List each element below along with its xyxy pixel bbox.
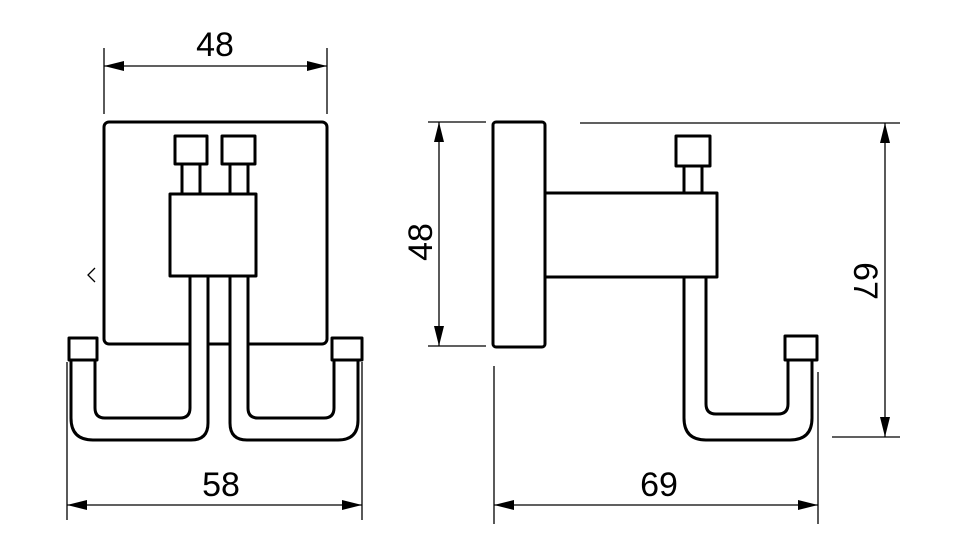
front-left-top-cap [173, 134, 209, 166]
side-total-height-label: 67 [846, 262, 884, 300]
side-plate-height-dimension: 48 [402, 121, 486, 347]
front-center-block [168, 192, 258, 278]
front-right-hook-cap [330, 336, 364, 362]
side-view: 48 67 69 [402, 120, 900, 524]
front-wall-plate [102, 120, 329, 346]
front-right-top-cap [220, 134, 257, 166]
front-view: 48 58 [66, 26, 364, 520]
front-top-dimension-label: 48 [196, 26, 234, 64]
side-wall-plate [491, 120, 547, 349]
side-hook-cap [783, 334, 819, 362]
side-total-height-dimension: 67 [580, 122, 900, 438]
front-side-mark [87, 267, 96, 283]
front-left-hook-cap [67, 336, 99, 362]
side-arm-block [543, 191, 719, 279]
side-depth-dimension: 69 [493, 366, 819, 524]
front-bottom-dimension: 58 [66, 362, 363, 520]
side-depth-label: 69 [640, 466, 678, 504]
side-top-cap [674, 134, 712, 168]
front-top-dimension: 48 [103, 26, 328, 114]
front-bottom-dimension-label: 58 [202, 466, 240, 504]
side-plate-height-label: 48 [402, 223, 440, 261]
